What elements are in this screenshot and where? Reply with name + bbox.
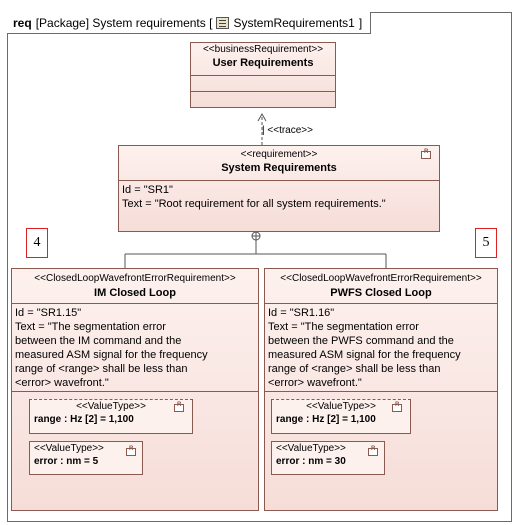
pwfs-error-valuetype[interactable]: <<ValueType>> error : nm = 30 [271, 441, 385, 475]
im-closed-loop-block[interactable]: <<ClosedLoopWavefrontErrorRequirement>> … [11, 268, 259, 511]
pwfs-text: Text = "The segmentation error between t… [268, 321, 461, 389]
frame-kind: req [13, 15, 32, 30]
im-text: Text = "The segmentation error between t… [15, 321, 208, 389]
pwfs-closed-loop-block[interactable]: <<ClosedLoopWavefrontErrorRequirement>> … [264, 268, 498, 511]
frame-title-close: ] [358, 15, 363, 30]
marker-right: 5 [475, 228, 497, 258]
valuetype-icon [174, 402, 184, 412]
pwfs-name: PWFS Closed Loop [330, 287, 432, 299]
user-req-stereotype: <<businessRequirement>> [202, 44, 324, 55]
pwfs-stereotype: <<ClosedLoopWavefrontErrorRequirement>> [280, 273, 482, 284]
pwfs-error-stereotype: <<ValueType>> [276, 443, 346, 454]
valuetype-icon [392, 402, 402, 412]
im-range-value: range : Hz [2] = 1,100 [34, 414, 134, 425]
marker-left: 4 [26, 228, 48, 258]
diagram-icon [216, 16, 230, 29]
im-id: Id = "SR1.15" [15, 307, 82, 319]
diagram-frame-tab[interactable]: req [Package] System requirements [ Syst… [7, 12, 372, 34]
im-range-valuetype[interactable]: <<ValueType>> range : Hz [2] = 1,100 [29, 399, 193, 434]
frame-diagram-name: SystemRequirements1 [233, 15, 355, 30]
pwfs-id: Id = "SR1.16" [268, 307, 335, 319]
im-error-stereotype: <<ValueType>> [34, 443, 104, 454]
im-stereotype: <<ClosedLoopWavefrontErrorRequirement>> [34, 273, 236, 284]
frame-title: [Package] System requirements [ [35, 15, 213, 30]
im-error-value: error : nm = 5 [34, 456, 99, 467]
valuetype-icon [368, 446, 378, 456]
im-error-valuetype[interactable]: <<ValueType>> error : nm = 5 [29, 441, 143, 475]
pwfs-range-valuetype[interactable]: <<ValueType>> range : Hz [2] = 1,100 [271, 399, 411, 434]
system-req-id: Id = "SR1" [122, 184, 173, 196]
pwfs-range-value: range : Hz [2] = 1,100 [276, 414, 376, 425]
pwfs-error-value: error : nm = 30 [276, 456, 346, 467]
system-requirements-block[interactable]: <<requirement>> System Requirements Id =… [118, 145, 440, 232]
valuetype-icon [126, 446, 136, 456]
im-name: IM Closed Loop [94, 287, 176, 299]
system-req-name: System Requirements [221, 162, 337, 174]
system-req-text: Text = "Root requirement for all system … [122, 198, 386, 210]
pwfs-range-stereotype: <<ValueType>> [306, 401, 376, 412]
im-range-stereotype: <<ValueType>> [76, 401, 146, 412]
system-req-stereotype: <<requirement>> [240, 149, 318, 160]
requirement-icon [421, 149, 431, 159]
trace-arrowhead [257, 112, 267, 122]
trace-label: | <<trace>> [262, 125, 313, 136]
trace-label-text: <<trace>> [267, 125, 313, 136]
user-requirements-block[interactable]: <<businessRequirement>> User Requirement… [190, 42, 336, 108]
user-req-name: User Requirements [212, 57, 314, 69]
